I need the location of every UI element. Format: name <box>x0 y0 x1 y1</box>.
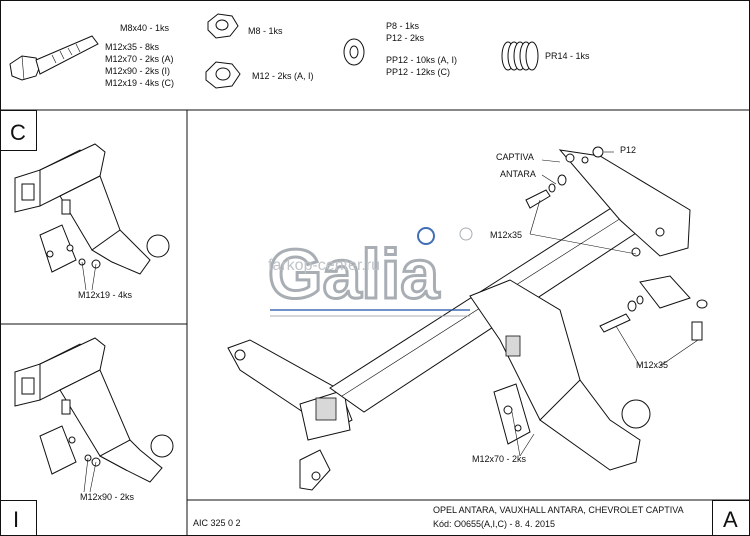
panel-i-letter: I <box>13 507 19 532</box>
nut-m12-illustration <box>205 61 241 89</box>
leader-lines <box>511 151 699 457</box>
main-bolts <box>525 146 708 341</box>
watermark-dot-icon <box>417 227 435 245</box>
washer-label-1: P8 - 1ks <box>386 21 420 31</box>
callout-m12x70: M12x70 - 2ks <box>472 454 527 464</box>
nut-m8-illustration <box>207 13 239 39</box>
callout-p12: P12 <box>620 145 636 155</box>
callout-captiva: CAPTIVA <box>496 152 534 162</box>
panel-c: C M12x19 - 4ks <box>0 110 170 300</box>
registered-mark-icon <box>459 227 473 241</box>
panel-c-letter: C <box>10 120 26 145</box>
callout-m12x35-top: M12x35 <box>490 230 522 240</box>
bolt-size-3: M12x90 - 2ks (I) <box>105 66 170 76</box>
washer-label-4: PP12 - 12ks (C) <box>386 67 450 77</box>
bolt-size-1: M12x35 - 8ks <box>105 42 160 52</box>
bolt-size-2: M12x70 - 2ks (A) <box>105 54 174 64</box>
callout-antara: ANTARA <box>500 169 536 179</box>
spring-illustration <box>501 41 539 71</box>
bolt-illustration <box>9 35 99 81</box>
washer-label-2: P12 - 2ks <box>386 33 425 43</box>
main-assembly <box>227 146 708 491</box>
panel-i-callout: M12x90 - 2ks <box>80 492 135 502</box>
bolt-size-4: M12x19 - 4ks (C) <box>105 78 174 88</box>
vehicle-models: OPEL ANTARA, VAUXHALL ANTARA, CHEVROLET … <box>433 505 684 515</box>
washer-illustration <box>343 38 365 66</box>
panel-i: I M12x90 - 2ks <box>0 337 174 536</box>
nut-m8-label: M8 - 1ks <box>248 26 283 36</box>
panel-a-letter: A <box>723 507 738 532</box>
washer-label-3: PP12 - 10ks (A, I) <box>386 55 457 65</box>
watermark-logo: Galia <box>268 235 440 313</box>
watermark-url: farkop-center.ru <box>268 257 380 274</box>
panel-c-callout: M12x19 - 4ks <box>78 290 133 300</box>
nut-m12-label: M12 - 2ks (A, I) <box>252 71 314 81</box>
callout-m12x35-right: M12x35 <box>636 360 668 370</box>
document-code: Kód: O0655(A,I,C) - 8. 4. 2015 <box>433 519 555 529</box>
drawing-code: AIC 325 0 2 <box>193 518 241 528</box>
watermark: Galia farkop-center.ru <box>267 227 473 317</box>
spring-label: PR14 - 1ks <box>545 51 590 61</box>
bolt-m8-label: M8x40 - 1ks <box>120 23 170 33</box>
